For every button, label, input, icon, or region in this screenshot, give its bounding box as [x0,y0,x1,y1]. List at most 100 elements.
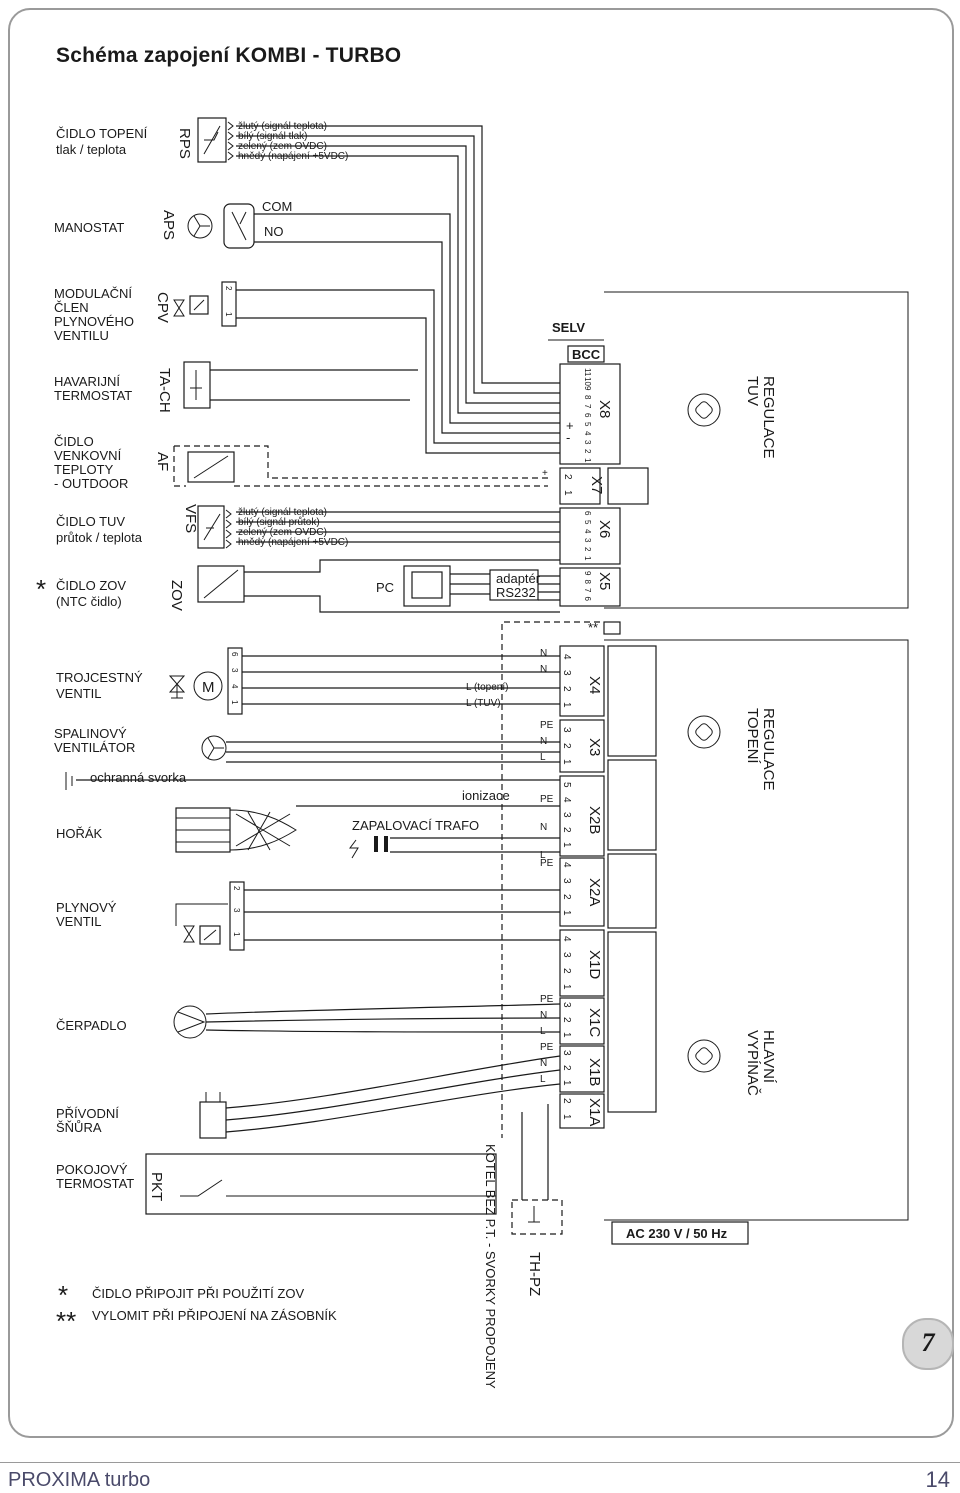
pump-label: ČERPADLO [56,1018,127,1033]
note-2-mark: ** [56,1306,76,1336]
main-switch-line2: VYPÍNAČ [744,1030,761,1096]
x2b-side-pe: PE [540,794,554,805]
x2a-pin-3: 3 [561,878,572,884]
x7-pin-1: 1 [562,490,573,496]
wire-rps-1 [236,125,560,384]
x6-connector[interactable] [559,507,621,565]
thpz-code: TH-PZ [526,1252,543,1296]
x1b-pin-3: 3 [561,1050,572,1056]
x4-pin-2: 2 [561,686,572,692]
wire-af-dashed-1 [174,445,548,479]
valve3-motor-label: M [202,679,215,696]
x4-pin-1: 1 [561,702,572,708]
x1d-pin-3: 3 [561,952,572,958]
x3-side-l: L [540,752,546,763]
x1c-pin-1: 1 [561,1032,572,1038]
x8-minus: - [566,430,570,445]
ac-label-box [611,1221,749,1245]
x1c-connector[interactable] [559,997,605,1045]
x1a-name: X1A [586,1098,603,1126]
wire-zov-2 [244,595,560,613]
x2b-connector[interactable] [559,775,605,857]
ac-label: AC 230 V / 50 Hz [626,1226,728,1241]
x1c-name: X1C [586,1008,603,1037]
gasvalve-connector [229,881,245,951]
x2a-connector[interactable] [559,857,605,927]
regulation-topeni-knob[interactable] [687,715,721,749]
tach-label-line2: TERMOSTAT [54,388,132,403]
af-label-line4: - OUTDOOR [54,476,128,491]
x8-connector[interactable] [559,363,621,465]
x2b-pin-3: 3 [561,812,572,818]
tach-icon [190,370,202,400]
x1d-name: X1D [586,950,603,979]
x3-relay [607,759,657,851]
rps-label-line2: tlak / teplota [56,142,127,157]
board-outline-upper [604,291,909,609]
x1b-side-l: L [540,1074,546,1085]
regulation-tuv-knob[interactable] [687,393,721,427]
x3-pins: 321 [561,727,572,765]
x1d-pin-2: 2 [561,968,572,974]
reg-tuv-line1: REGULACE [760,376,777,459]
x5-name: X5 [596,572,613,590]
x1b-pin-2: 2 [561,1065,572,1071]
x1b-connector[interactable] [559,1045,605,1093]
x5-connector[interactable] [559,567,621,607]
x2a-pin-4: 4 [561,862,572,868]
af-code: AF [154,452,171,471]
wiring-diagram: ČIDLO TOPENÍ tlak / teplota MANOSTAT MOD… [36,117,909,1389]
wire-rps-2 [236,135,560,394]
main-switch-line1: HLAVNÍ [760,1030,777,1084]
fan-symbol [201,735,227,761]
x4-relay [607,645,657,757]
wire-fan [226,741,560,763]
x7-name: X7 [588,476,605,494]
ground-label: ochranná svorka [90,770,187,785]
adapter-line2: RS232 [496,585,536,600]
x1-relay [607,931,657,1113]
x2b-side-n: N [540,822,547,833]
rps-connector [227,121,234,161]
valve3-connector [227,647,243,715]
burner-label: HOŘÁK [56,826,103,841]
x8-pin-10: 10 [583,377,592,386]
x1b-pins: 3 2 1 [561,1050,572,1086]
x4-connector[interactable] [559,645,605,717]
x7-connector[interactable] [559,467,601,505]
fan-label-line1: SPALINOVÝ [54,726,127,741]
x1a-pin-2: 2 [561,1098,572,1104]
x8-plus: + [566,418,574,433]
plug [199,1101,227,1139]
gasvalve-label-line1: PLYNOVÝ [56,900,117,915]
reg-tuv-line2: TUV [744,376,761,406]
x6-pin-6: 6 [583,511,592,516]
main-switch[interactable] [687,1039,721,1073]
x1d-connector[interactable] [559,929,605,997]
aps-com: COM [262,199,292,214]
x8-pin-2: 2 [583,449,592,454]
x2b-pin-1: 1 [561,842,572,848]
x8-name: X8 [596,400,613,418]
fan-label-line2: VENTILÁTOR [54,740,135,755]
note-1-text: ČIDLO PŘIPOJIT PŘI POUŽITÍ ZOV [92,1286,304,1301]
x1d-pin-4: 4 [561,936,572,942]
x7-plus-outer: + [542,468,548,479]
burner-ionization: ionizace [462,788,510,803]
bcc-box [567,345,605,363]
valve3-pin-6: 6 [230,652,239,657]
x5-pin-8: 8 [583,580,592,585]
page-number-badge: 7 [902,1318,954,1370]
aps-code: APS [160,210,177,240]
x1b-pin-1: 1 [561,1080,572,1086]
x1c-pin-3: 3 [561,1002,572,1008]
wire-aps-no [254,241,560,434]
aps-switch-icon [231,211,247,241]
x3-connector[interactable] [559,719,605,773]
x1a-connector[interactable] [559,1093,605,1129]
x1c-side-pe: PE [540,994,554,1005]
